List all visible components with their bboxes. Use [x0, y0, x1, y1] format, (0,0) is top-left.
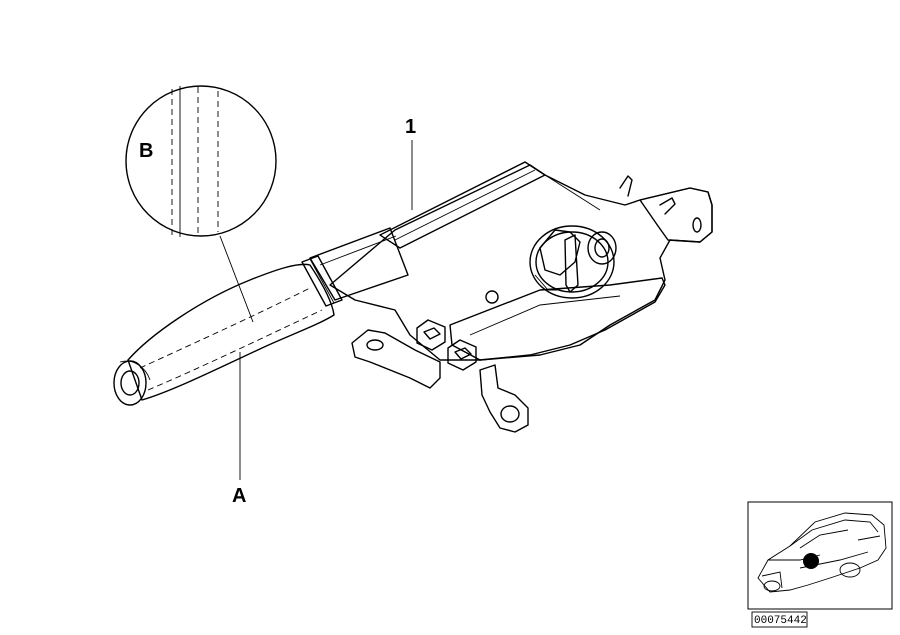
detail-view-b	[125, 85, 277, 237]
handbrake-lever-assembly	[113, 161, 713, 433]
callout-label-a: A	[232, 485, 246, 507]
leader-line-b	[219, 235, 254, 323]
vehicle-locator-thumbnail: 00075442	[747, 501, 893, 628]
callout-label-b: B	[139, 140, 153, 162]
callout-part-1: 1	[405, 116, 416, 138]
lever-grip	[127, 263, 335, 401]
diagram-number: 00075442	[754, 615, 807, 627]
lever-shaft	[309, 227, 409, 301]
lever-body-plate	[329, 164, 713, 361]
lever-collar	[301, 255, 343, 307]
location-marker	[803, 553, 819, 569]
